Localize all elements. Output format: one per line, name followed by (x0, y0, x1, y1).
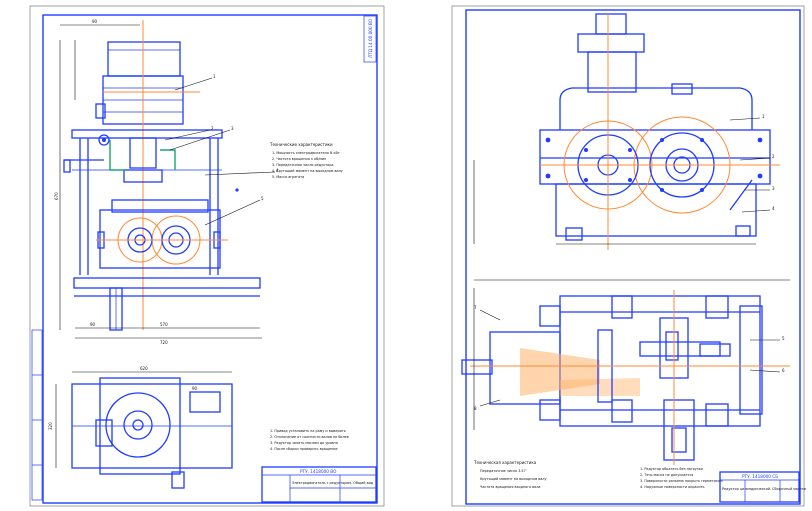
title-block-left: РТУ. 1418000 ВО Электродвигатель с редук… (261, 466, 377, 503)
svg-text:3. Редуктор залить маслом до у: 3. Редуктор залить маслом до уровня (270, 441, 338, 445)
reducer-section (461, 279, 790, 465)
svg-text:1. Редуктор обкатать без нагру: 1. Редуктор обкатать без нагрузки (640, 467, 703, 471)
svg-text:5: 5 (261, 196, 264, 201)
svg-text:90: 90 (192, 386, 198, 391)
svg-text:Частота вращения входного вала: Частота вращения входного вала (480, 485, 540, 489)
title-block-right: РТУ. 1418000 СБ Редуктор цилиндрический.… (719, 471, 806, 503)
right-paper (451, 5, 805, 507)
requirements-left: 1. Привод установить на раму и выверить … (270, 429, 349, 451)
plan-view: 620 320 90 (48, 366, 233, 489)
notes-heading: Технические характеристики (269, 142, 333, 147)
svg-text:Передаточное число 3.57: Передаточное число 3.57 (480, 469, 526, 473)
svg-text:2. Течь масла не допускается: 2. Течь масла не допускается (640, 473, 693, 477)
left-stamp-box (363, 15, 377, 63)
svg-text:Крутящий момент на выходном ва: Крутящий момент на выходном валу (480, 477, 546, 481)
svg-text:8: 8 (474, 406, 477, 411)
notes-left: Технические характеристики 1. Мощность э… (269, 142, 343, 179)
title-block-left-code: РТУ. 1418000 ВО (300, 469, 337, 474)
leaders-right: 1 2 3 4 5 6 7 8 (474, 114, 785, 411)
svg-text:4. После сборки проверить вращ: 4. После сборки проверить вращение (270, 447, 338, 451)
svg-text:2. Частота вращения n об/мин: 2. Частота вращения n об/мин (272, 157, 326, 161)
reducer-elevation (473, 13, 780, 250)
coupling (63, 134, 176, 183)
reducer-front-view (96, 199, 228, 269)
svg-text:1. Мощность электродвигателя N: 1. Мощность электродвигателя N кВт (272, 151, 340, 155)
svg-text:2: 2 (772, 154, 775, 159)
svg-text:5. Масса агрегата: 5. Масса агрегата (272, 175, 304, 179)
svg-text:320: 320 (48, 422, 53, 430)
dim-bottom-a: 90 (90, 322, 96, 327)
leaders-left: 1 2 3 4 5 (164, 74, 279, 226)
dim-left-height-label: 670 (54, 192, 59, 200)
left-frame (42, 14, 378, 504)
title-block-left-name: Электродвигатель с редуктором. Общий вид (292, 481, 374, 485)
left-margin-strip (31, 329, 43, 501)
svg-text:3: 3 (231, 126, 234, 131)
title-block-right-name: Редуктор цилиндрический. Сборочный черте… (722, 487, 806, 491)
svg-text:4: 4 (276, 168, 279, 173)
dim-plan-width: 620 (140, 366, 148, 371)
dim-bottom-total: 720 (160, 340, 168, 345)
svg-text:3. Передаточное число редуктор: 3. Передаточное число редуктора (272, 163, 333, 167)
svg-text:3: 3 (772, 186, 775, 191)
requirements-right: 1. Редуктор обкатать без нагрузки 2. Теч… (640, 467, 723, 489)
svg-text:4. Крутящий момент на выходном: 4. Крутящий момент на выходном валу (272, 169, 343, 173)
right-sheet: 1 2 3 4 5 6 7 8 Техническая характеристи… (451, 5, 806, 507)
svg-text:1: 1 (213, 74, 216, 79)
title-block-right-code: РТУ. 1418000 СБ (742, 474, 778, 479)
left-paper (29, 5, 385, 507)
left-stamp-text: ЛТД 14.00.000 ВО (368, 18, 373, 58)
base-plate (73, 277, 261, 331)
svg-text:7: 7 (474, 305, 477, 310)
specs-right: Техническая характеристика Передаточное … (473, 460, 546, 489)
svg-text:2. Отклонение от соосности вал: 2. Отклонение от соосности валов не боле… (270, 435, 349, 439)
svg-text:6: 6 (782, 368, 785, 373)
dim-top-label: 90 (92, 19, 98, 24)
pipe-green (109, 140, 176, 171)
dim-bottom-b: 570 (160, 322, 168, 327)
svg-text:4. Наружные поверхности окраси: 4. Наружные поверхности окрасить (640, 485, 705, 489)
svg-text:4: 4 (772, 206, 775, 211)
specs-heading: Техническая характеристика (473, 460, 537, 465)
svg-text:3. Поверхности разъема покрыть: 3. Поверхности разъема покрыть герметико… (640, 479, 723, 483)
svg-text:1: 1 (762, 114, 765, 119)
right-frame (465, 9, 801, 505)
left-sheet: ЛТД 14.00.000 ВО 90 670 (29, 5, 385, 507)
svg-text:2: 2 (211, 126, 214, 131)
svg-text:1. Привод установить на раму и: 1. Привод установить на раму и выверить (270, 429, 346, 433)
svg-text:5: 5 (782, 336, 785, 341)
